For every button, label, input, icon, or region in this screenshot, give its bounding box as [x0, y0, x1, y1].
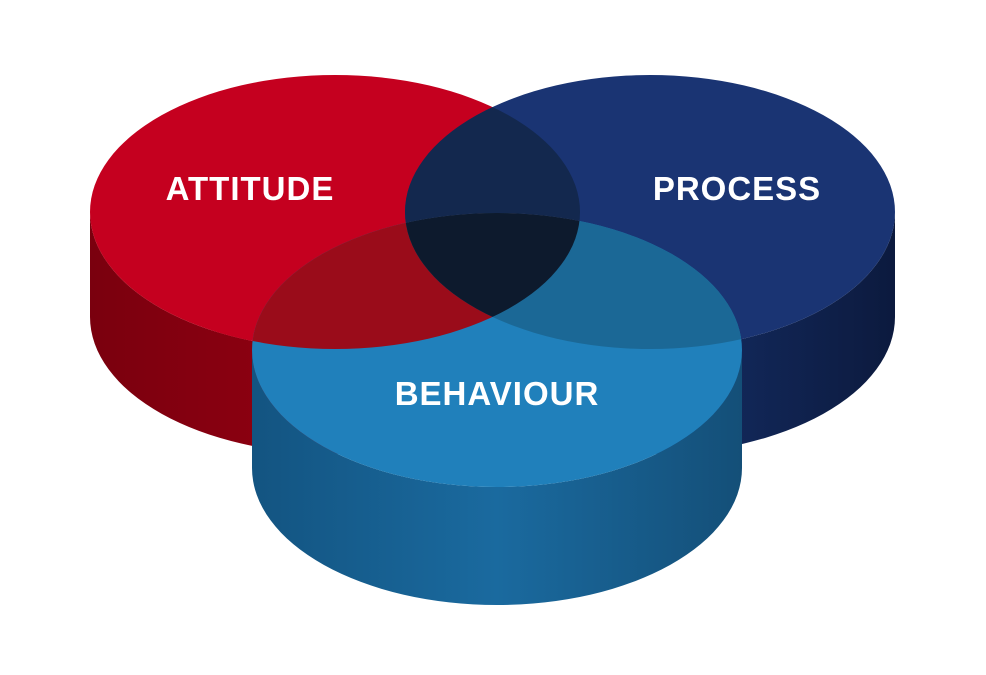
behaviour-label: BEHAVIOUR: [395, 375, 600, 412]
overlap-all: [405, 213, 580, 349]
behaviour-side: [252, 350, 742, 605]
attitude-label: ATTITUDE: [166, 170, 335, 207]
process-label: PROCESS: [653, 170, 821, 207]
